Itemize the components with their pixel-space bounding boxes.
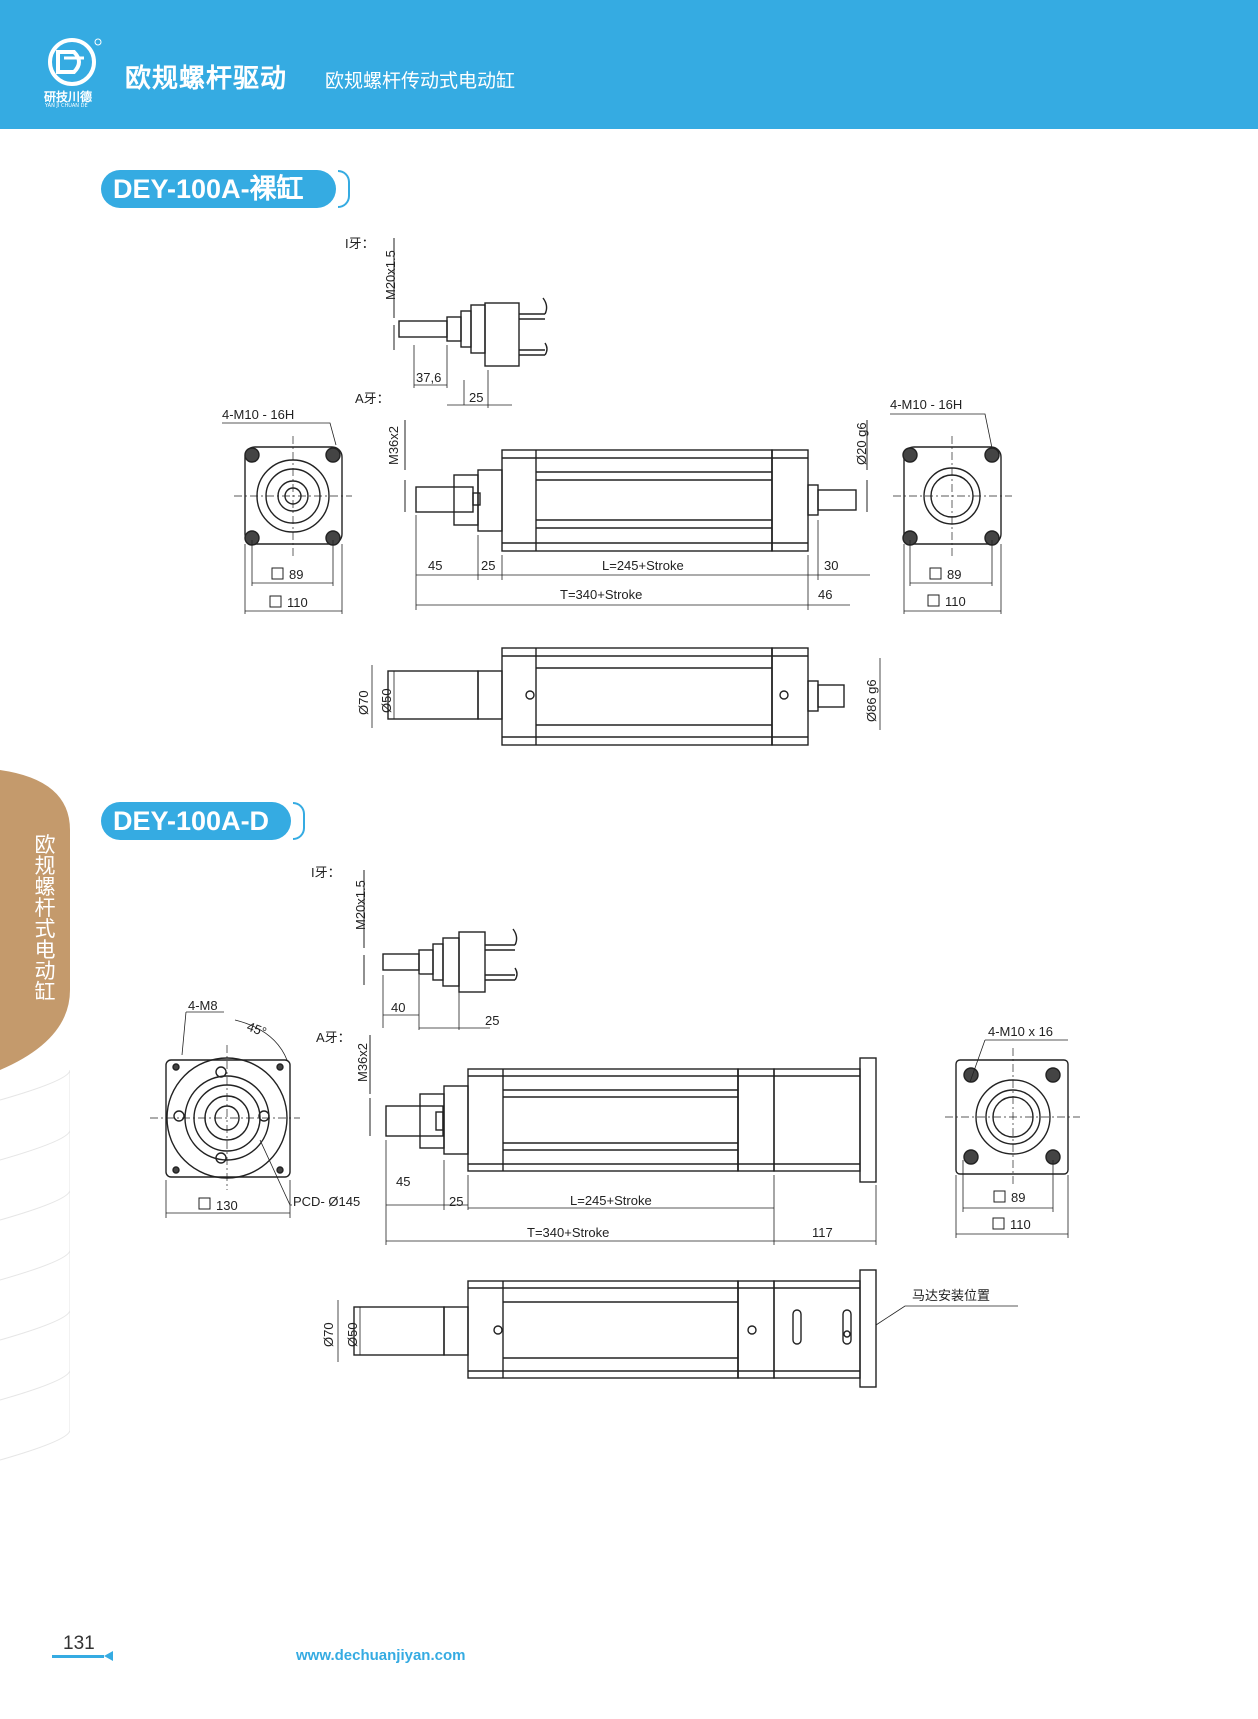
s2-square-110-icon — [992, 1217, 1005, 1230]
website-link[interactable]: www.dechuanjiyan.com — [296, 1647, 466, 1664]
s2-square-130-icon — [198, 1197, 211, 1210]
s1-d86-label: Ø86 g6 — [864, 679, 879, 722]
s2-dim-25-top: 25 — [485, 1013, 499, 1028]
s1-dim-25-top: 25 — [469, 390, 483, 405]
s1-left-flange-view — [222, 422, 352, 614]
s2-sq89: 89 — [1011, 1190, 1025, 1205]
logo-text: 研技川德 — [44, 90, 93, 104]
s1-left-holes-label: 4-M10 - 16H — [222, 407, 294, 422]
s2-m20-label: M20x1.5 — [353, 880, 368, 930]
s1-i-thread-label: I牙： — [345, 236, 375, 251]
s1-T-label: T=340+Stroke — [560, 587, 642, 602]
page-subtitle: 欧规螺杆传动式电动缸 — [325, 70, 516, 92]
logo-subtext: YAN JI CHUAN DE — [45, 103, 88, 109]
s1-sq89-right: 89 — [947, 567, 961, 582]
page-header: 研技川德 YAN JI CHUAN DE 欧规螺杆驱动 欧规螺杆传动式电动缸 — [0, 0, 1258, 129]
s1-right-holes-label: 4-M10 - 16H — [890, 397, 962, 412]
s2-dim-117: 117 — [812, 1225, 833, 1240]
s1-dim-37-6: 37,6 — [416, 370, 441, 385]
s2-T-label: T=340+Stroke — [527, 1225, 609, 1240]
s1-d20-label: Ø20 g6 — [854, 422, 869, 465]
s2-i-thread-label: I牙： — [311, 865, 341, 880]
s2-L-label: L=245+Stroke — [570, 1193, 652, 1208]
s1-d50-label: Ø50 — [379, 688, 394, 713]
s2-a-thread-label: A牙： — [316, 1030, 351, 1045]
s1-dim-46: 46 — [818, 587, 832, 602]
s2-m8-label: 4-M8 — [188, 998, 218, 1013]
section-title-bare-cylinder: DEY-100A-裸缸 — [101, 170, 350, 208]
s2-d70-label: Ø70 — [321, 1322, 336, 1347]
s1-L-label: L=245+Stroke — [602, 558, 684, 573]
s1-square-110-left-icon — [269, 595, 282, 608]
s1-right-flange-view — [890, 413, 1012, 614]
s2-sq130: 130 — [216, 1198, 238, 1213]
s1-m36-label: M36x2 — [386, 426, 401, 465]
s1-main-body-side — [404, 420, 870, 610]
brand-logo-icon — [48, 38, 102, 86]
s1-sq110-left: 110 — [287, 595, 308, 610]
s1-dim-30: 30 — [824, 558, 838, 573]
side-tab-shape — [0, 770, 70, 1070]
s2-main-body-side — [369, 1035, 877, 1245]
s2-motor-flange-view — [150, 1011, 300, 1218]
s1-a-thread-label: A牙： — [355, 391, 390, 406]
s1-sq89-left: 89 — [289, 567, 303, 582]
s1-d70-label: Ø70 — [356, 690, 371, 715]
s1-square-89-right-icon — [929, 567, 942, 580]
s2-sq110: 110 — [1010, 1217, 1031, 1232]
page-number: 131 — [63, 1633, 95, 1654]
s2-top-view — [337, 1269, 1018, 1388]
s1-i-thread-detail — [393, 238, 548, 408]
side-tab-stripes — [0, 1070, 70, 1461]
s2-dim-45: 45 — [396, 1174, 410, 1189]
s2-pcd-label: PCD- Ø145 — [293, 1194, 360, 1209]
s2-dim-25: 25 — [449, 1194, 463, 1209]
s2-right-flange-view — [945, 1039, 1080, 1238]
s1-square-89-left-icon — [271, 567, 284, 580]
s2-motor-position-label: 马达安装位置 — [912, 1288, 990, 1303]
s1-square-110-right-icon — [927, 594, 940, 607]
section-title-motor-cylinder: DEY-100A-D — [101, 802, 305, 840]
section-title-text: DEY-100A-D — [113, 806, 270, 836]
s1-m20-label: M20x1.5 — [383, 250, 398, 300]
s2-d50-label: Ø50 — [345, 1322, 360, 1347]
s1-dim-45: 45 — [428, 558, 442, 573]
footer-underline — [52, 1655, 104, 1658]
s1-sq110-right: 110 — [945, 594, 966, 609]
s1-top-view — [371, 647, 881, 746]
footer-arrow-icon — [104, 1651, 113, 1661]
s1-dim-25: 25 — [481, 558, 495, 573]
side-tab-text: 欧规螺杆式电动缸 — [34, 833, 56, 1004]
s2-i-thread-detail — [363, 870, 518, 1030]
s2-dim-40: 40 — [391, 1000, 405, 1015]
s2-right-holes-label: 4-M10 x 16 — [988, 1024, 1053, 1039]
s2-m36-label: M36x2 — [355, 1043, 370, 1082]
s2-square-89-icon — [993, 1190, 1006, 1203]
section-title-text: DEY-100A-裸缸 — [113, 174, 304, 204]
page-title: 欧规螺杆驱动 — [125, 64, 288, 94]
s2-angle-label: 45° — [245, 1019, 269, 1040]
